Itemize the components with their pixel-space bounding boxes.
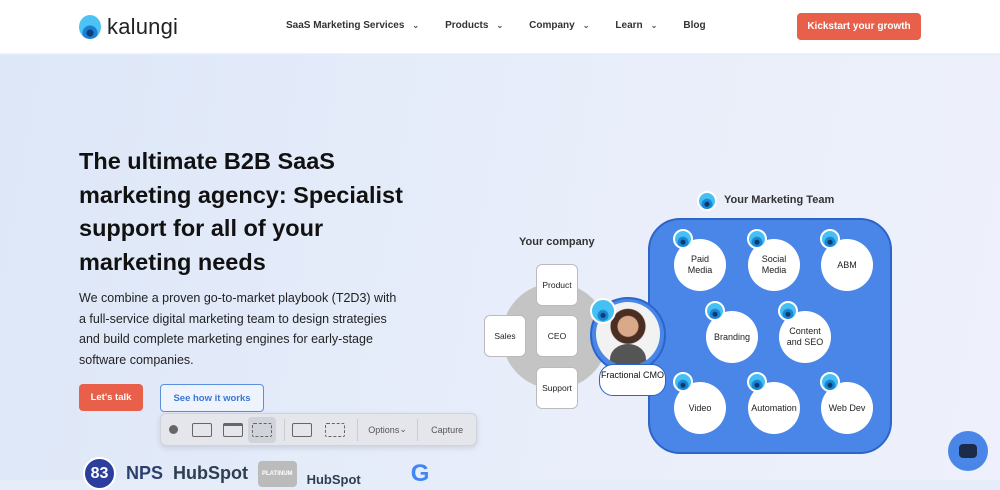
chevron-down-icon: ⌄ (582, 21, 590, 30)
kalungi-dot-icon (590, 298, 616, 324)
close-icon (169, 425, 179, 434)
logo[interactable]: kalungi (79, 14, 178, 40)
service-circle: Branding (706, 311, 758, 363)
kalungi-dot-icon (697, 191, 717, 211)
chevron-down-icon: ⌄ (650, 21, 658, 30)
kalungi-dot-icon (820, 229, 840, 249)
kalungi-dot-icon (820, 372, 840, 392)
hero-title: The ultimate B2B SaaS marketing agency: … (79, 148, 403, 275)
capture-button[interactable]: Capture (431, 424, 464, 435)
kalungi-dot-icon (778, 301, 798, 321)
screen-icon (191, 422, 212, 437)
kalungi-dot-icon (747, 229, 767, 249)
cmo-photo (596, 302, 660, 366)
chat-button[interactable] (948, 431, 988, 471)
capture-selection-button[interactable] (248, 416, 277, 443)
nav-label: Products (445, 20, 489, 31)
nps-badge: 83 (83, 457, 116, 490)
nps-label: NPS (126, 463, 164, 483)
main-nav: SaaS Marketing Services ⌄ Products ⌄ Compa… (286, 20, 732, 31)
see-how-it-works-button[interactable]: See how it works (160, 384, 264, 412)
options-button[interactable]: Options⌄ (358, 414, 418, 445)
nav-products[interactable]: Products ⌄ (445, 20, 503, 31)
window-icon (222, 422, 243, 437)
role-product: Product (536, 264, 578, 306)
close-button[interactable] (161, 414, 187, 445)
record-selection-icon (324, 422, 345, 437)
google-logo: G (410, 459, 430, 487)
chat-icon (959, 444, 977, 458)
company-title: Your company (519, 236, 595, 248)
nav-saas-marketing-services[interactable]: SaaS Marketing Services ⌄ (286, 20, 419, 31)
nav-label: Learn (615, 20, 643, 31)
divider (284, 418, 286, 441)
hero-lead: We combine a proven go-to-market playboo… (79, 291, 397, 367)
record-screen-icon (292, 422, 313, 437)
logo-icon (79, 15, 101, 39)
hubspot-logo: HubSpot (173, 463, 248, 483)
kalungi-dot-icon (673, 372, 693, 392)
service-circle: Social Media (748, 239, 800, 291)
logo-text: kalungi (107, 14, 179, 39)
platinum-badge: PLATINUM (258, 460, 297, 487)
lets-talk-button[interactable]: Let's talk (79, 384, 143, 411)
kalungi-dot-icon (673, 229, 693, 249)
nav-company[interactable]: Company ⌄ (529, 20, 589, 31)
screenshot-toolbar: Options⌄ Capture (160, 413, 477, 446)
kalungi-dot-icon (705, 301, 725, 321)
capture-screen-button[interactable] (187, 414, 217, 445)
role-ceo: CEO (536, 315, 578, 357)
chevron-down-icon: ⌄ (496, 21, 504, 30)
options-label: Options (368, 424, 400, 435)
record-screen-button[interactable] (285, 414, 319, 445)
divider (417, 418, 419, 441)
nav-learn[interactable]: Learn ⌄ (615, 20, 657, 31)
selection-icon (252, 422, 273, 437)
nav-label: Company (529, 20, 575, 31)
cmo-label: Fractional CMO (599, 364, 666, 396)
site-header: kalungi SaaS Marketing Services ⌄ Product… (0, 0, 1000, 54)
nav-blog[interactable]: Blog (683, 20, 705, 31)
kalungi-dot-icon (747, 372, 767, 392)
chevron-down-icon: ⌄ (412, 21, 420, 30)
divider (356, 418, 358, 441)
role-sales: Sales (484, 315, 526, 357)
team-title: Your Marketing Team (724, 194, 835, 206)
chevron-down-icon: ⌄ (399, 424, 407, 434)
role-support: Support (536, 367, 578, 409)
record-selection-button[interactable] (319, 414, 351, 445)
capture-window-button[interactable] (217, 414, 249, 445)
kickstart-button[interactable]: Kickstart your growth (797, 13, 921, 40)
badges-row: 83 NPS HubSpot PLATINUM HubSpot G (83, 457, 429, 490)
nav-label: SaaS Marketing Services (286, 20, 405, 31)
nav-label: Blog (683, 20, 706, 31)
